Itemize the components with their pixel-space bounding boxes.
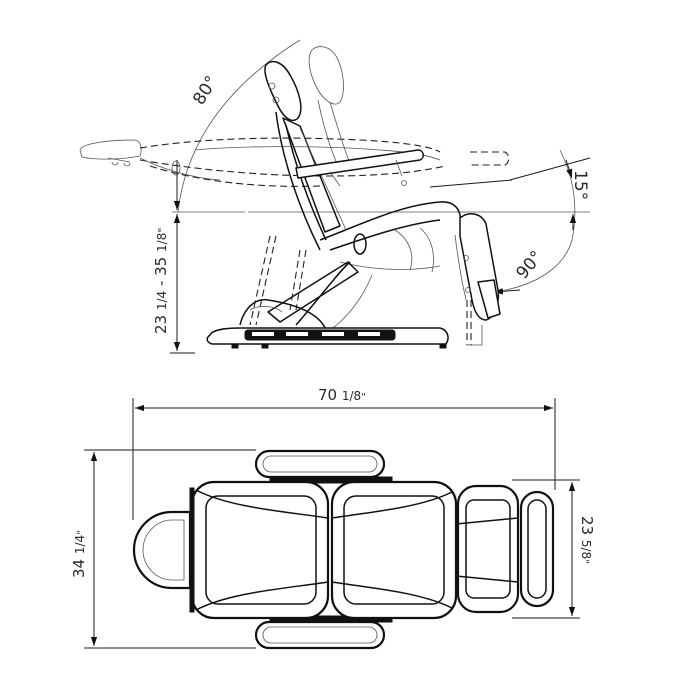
top-headrest: [132, 510, 192, 590]
leg-rest-angle-label: 90°: [513, 247, 548, 283]
side-view: 80° 15° 90° 23 1/4 - 35 1/8": [79, 39, 591, 354]
top-leg-rest-cushion: [455, 484, 520, 614]
seat-height-label: 23 1/4 - 35 1/8": [152, 228, 170, 334]
chair-armrest: [295, 149, 424, 187]
arrow-15-top: [565, 159, 573, 179]
top-view: 70 1/8" 34 1/4" 23 5/8": [70, 386, 596, 650]
chair-backrest: [264, 60, 347, 251]
chair-lift-column: [239, 235, 373, 331]
chair-leg-rest: [454, 213, 501, 346]
backrest-angle-label: 80°: [189, 72, 222, 108]
chair-flat-position-outline: [79, 137, 510, 187]
chair-backrest-alt: [308, 46, 353, 171]
leg-angle-arc: [494, 149, 576, 293]
leg-tilt-angle-label: 15°: [570, 170, 590, 200]
overall-length-label: 70 1/8": [318, 386, 366, 404]
backrest-angle-arc: [177, 39, 301, 213]
body-width-label: 23 5/8": [578, 516, 596, 564]
leg-tilt-reference-line: [509, 157, 591, 181]
chair-seat: [319, 201, 462, 273]
overall-width-label: 34 1/4": [70, 530, 88, 578]
top-armrest-upper: [254, 449, 393, 484]
top-backrest-cushion: [189, 480, 330, 620]
top-footrest: [519, 490, 555, 608]
chair-base-plate: [206, 327, 449, 349]
top-armrest-lower: [254, 615, 393, 650]
top-seat-cushion: [330, 480, 458, 620]
leg-tilt-reference-line-2: [429, 179, 513, 188]
